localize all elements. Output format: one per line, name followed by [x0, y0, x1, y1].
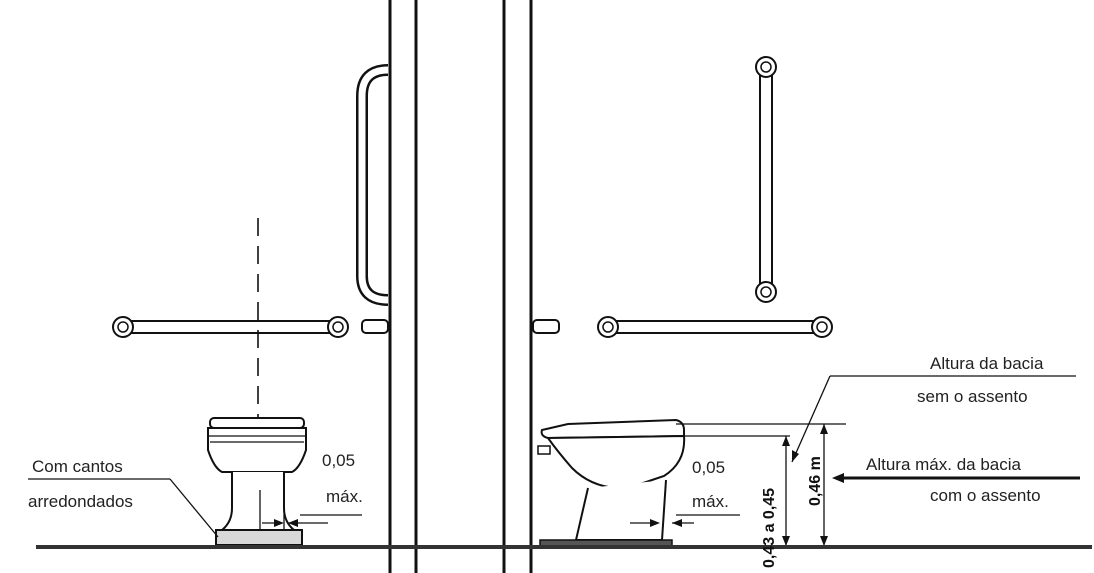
- bowl-height-no-seat-line-2: sem o assento: [917, 387, 1028, 406]
- max-dimension-line: [820, 424, 828, 546]
- leader-no-seat: [791, 375, 1076, 463]
- toilet-side: [537, 418, 686, 549]
- rounded-corners-label-line-1: Com cantos: [32, 457, 123, 476]
- bowl-height-no-seat-line-1: Altura da bacia: [930, 354, 1044, 373]
- range-dimension-label: 0,43 a 0,45: [761, 488, 778, 568]
- rounded-corners-label-line-2: arredondados: [28, 492, 133, 511]
- side-view: [502, 0, 1080, 573]
- vertical-grab-bar-side: [356, 64, 389, 306]
- gap-dimension-front: [262, 514, 362, 527]
- front-view: [28, 0, 418, 573]
- max-dimension-label: 0,46 m: [807, 456, 824, 506]
- range-dimension-line: [782, 436, 790, 546]
- bowl-height-with-seat-line-2: com o assento: [930, 486, 1041, 505]
- floor: [36, 545, 1092, 549]
- gap-front-label-line-2: máx.: [326, 487, 363, 506]
- leader-with-seat: [832, 473, 1080, 483]
- gap-front-label-line-1: 0,05: [322, 451, 355, 470]
- horizontal-grab-bar-side: [532, 316, 833, 338]
- gap-side-label-line-1: 0,05: [692, 458, 725, 477]
- bowl-height-with-seat-line-1: Altura máx. da bacia: [866, 455, 1022, 474]
- gap-side-label-line-2: máx.: [692, 492, 729, 511]
- toilet-front: [207, 417, 307, 546]
- gap-dimension-side: [630, 514, 740, 527]
- rounded-corners-leader: [28, 478, 219, 538]
- vertical-grab-bar: [755, 56, 777, 303]
- horizontal-grab-bar-front: [112, 316, 389, 338]
